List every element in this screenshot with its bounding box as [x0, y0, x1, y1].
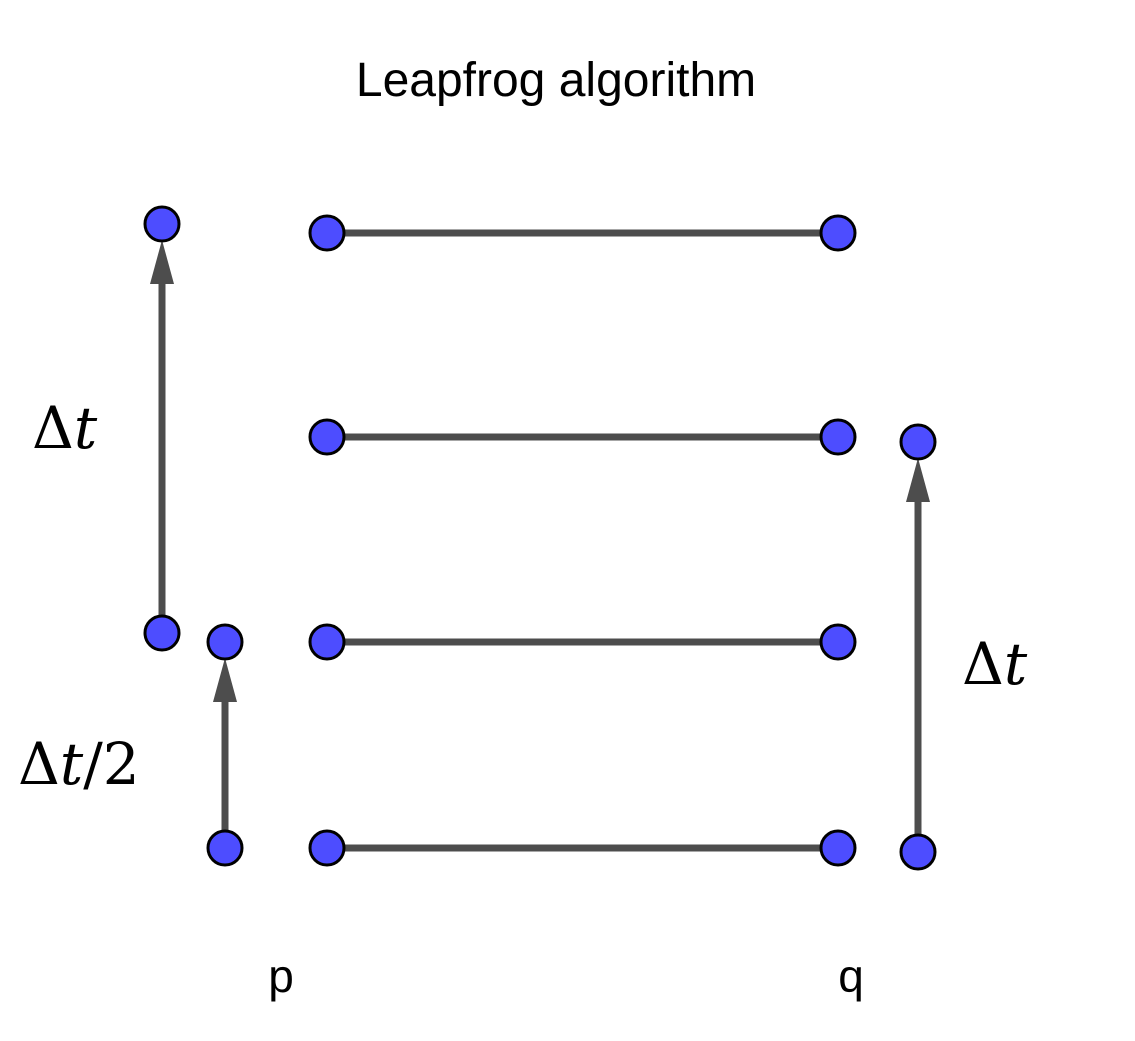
p-axis-label: p	[268, 950, 294, 1002]
diagram-title: Leapfrog algorithm	[356, 54, 756, 107]
right-full-step-label: Δt	[962, 630, 1028, 698]
left-half-step-end-node	[206, 623, 244, 661]
p-node-row-2	[308, 418, 346, 456]
left-full-step-arrowhead	[150, 240, 174, 284]
q-node-row-2	[819, 418, 857, 456]
left-half-step-start-node	[206, 829, 244, 867]
left-full-step-start-node	[143, 614, 181, 652]
right-full-step-start-node	[899, 833, 937, 871]
left-full-step-label: Δt	[32, 394, 98, 462]
p-node-row-4	[308, 829, 346, 867]
q-node-row-3	[819, 623, 857, 661]
p-node-row-1	[308, 214, 346, 252]
pq-links	[327, 229, 838, 852]
q-node-row-4	[819, 829, 857, 867]
p-node-row-3	[308, 623, 346, 661]
step-arrows	[150, 240, 930, 852]
right-full-step-end-node	[899, 423, 937, 461]
left-full-step-end-node	[143, 205, 181, 243]
nodes	[143, 205, 937, 871]
q-axis-label: q	[838, 950, 864, 1002]
q-node-row-1	[819, 214, 857, 252]
right-full-step-arrowhead	[906, 458, 930, 502]
left-half-step-label: Δt/2	[18, 730, 140, 798]
left-half-step-arrowhead	[213, 658, 237, 702]
